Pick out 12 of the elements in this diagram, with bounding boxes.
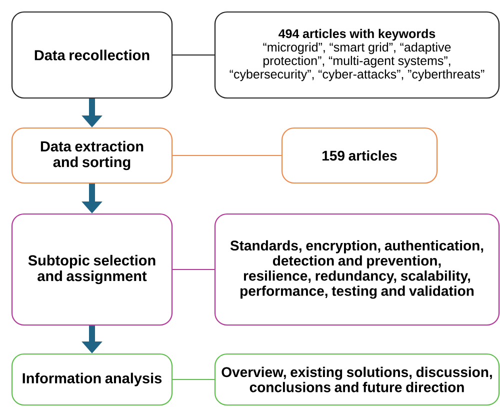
step-box: Data extraction and sorting [11,127,173,184]
detail-box: Overview, existing solutions, discussion, conclusions and future direction [214,353,500,406]
connector-line [172,154,282,156]
step-box: Information analysis [11,353,173,406]
detail-box: 494 articles with keywords “microgrid”, “smart grid”, “adaptive protection”, “multi-agent systems”, “cybersecurity”, “cyber-attacks”, ”cyberthreats” [214,11,500,99]
connector-line [172,54,214,56]
step-box: Data recollection [11,11,173,99]
detail-box: 159 articles [281,127,438,184]
detail-box: Standards, encryption, authentication, detection and prevention, resilience, redundancy, scalability, performance, testing and validation [214,213,500,326]
connector-line [172,378,214,380]
step-box: Subtopic selection and assignment [11,213,173,326]
connector-line [172,268,214,270]
